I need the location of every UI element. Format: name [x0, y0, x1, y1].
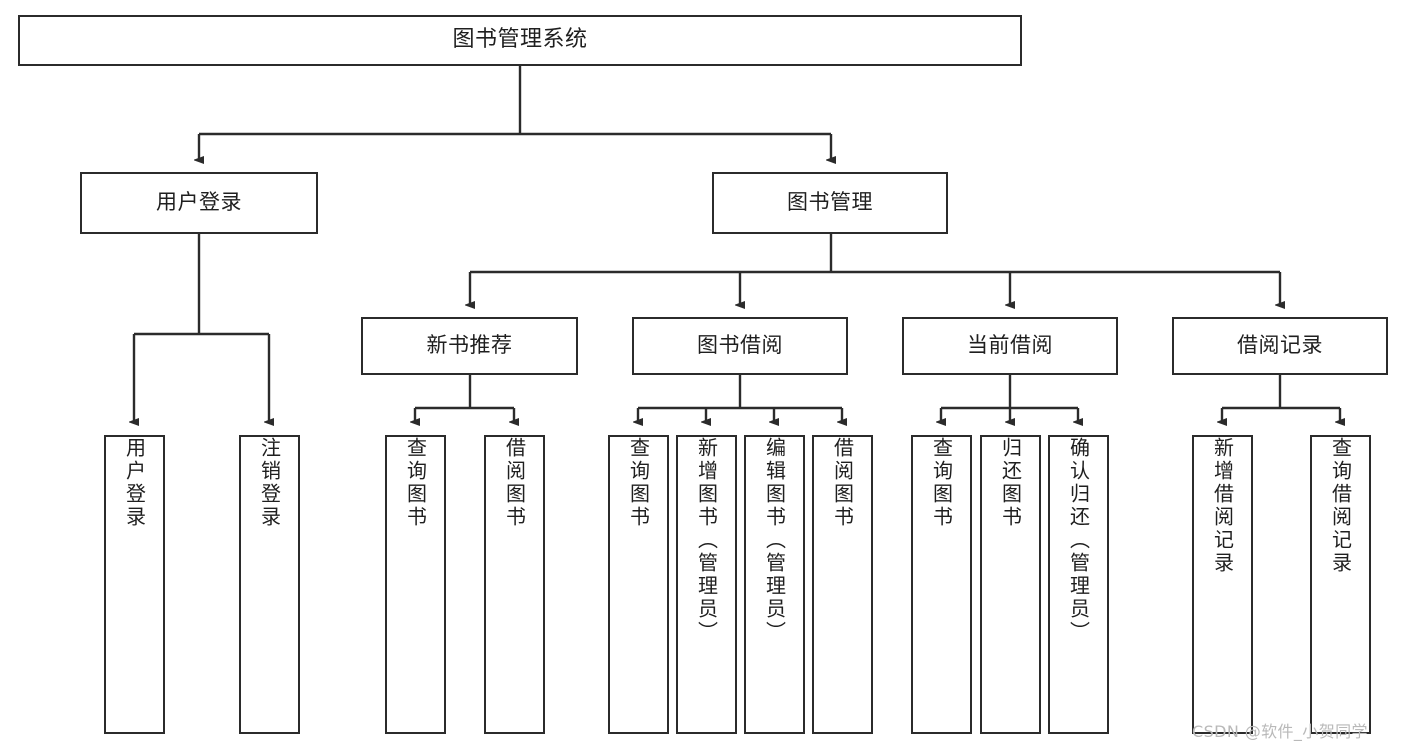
node-label: 新增图书（管理员）	[694, 437, 719, 644]
node-label: 借阅图书	[502, 437, 527, 529]
node-new-book-recommend[interactable]: 新书推荐	[361, 317, 578, 375]
node-label: 借阅图书	[830, 437, 855, 529]
node-label: 用户登录	[156, 190, 242, 215]
node-label: 图书借阅	[697, 333, 783, 358]
node-label: 图书管理	[787, 190, 873, 215]
leaf-records-query[interactable]: 查询借阅记录	[1310, 435, 1371, 734]
csdn-watermark: CSDN @软件_小贺同学	[1192, 722, 1368, 741]
leaf-current-query-book[interactable]: 查询图书	[911, 435, 972, 734]
node-label: 用户登录	[122, 437, 147, 529]
node-label: 归还图书	[998, 437, 1023, 529]
node-label: 查询图书	[403, 437, 428, 529]
node-current-borrow[interactable]: 当前借阅	[902, 317, 1118, 375]
node-root-system[interactable]: 图书管理系统	[18, 15, 1022, 66]
node-label: 当前借阅	[967, 333, 1053, 358]
leaf-user-login[interactable]: 用户登录	[104, 435, 165, 734]
node-label: 确认归还（管理员）	[1066, 437, 1091, 644]
node-label: 借阅记录	[1237, 333, 1323, 358]
node-label: 新增借阅记录	[1210, 437, 1235, 575]
node-book-management[interactable]: 图书管理	[712, 172, 948, 234]
leaf-current-return-book[interactable]: 归还图书	[980, 435, 1041, 734]
leaf-new-book-query[interactable]: 查询图书	[385, 435, 446, 734]
leaf-borrow-query-book[interactable]: 查询图书	[608, 435, 669, 734]
node-borrow-records[interactable]: 借阅记录	[1172, 317, 1388, 375]
node-user-login[interactable]: 用户登录	[80, 172, 318, 234]
leaf-borrow-add-book-admin[interactable]: 新增图书（管理员）	[676, 435, 737, 734]
node-label: 新书推荐	[426, 333, 513, 358]
node-label: 查询借阅记录	[1328, 437, 1353, 575]
node-label: 编辑图书（管理员）	[762, 437, 787, 644]
leaf-current-confirm-return-admin[interactable]: 确认归还（管理员）	[1048, 435, 1109, 734]
node-label: 查询图书	[929, 437, 954, 529]
leaf-borrow-edit-book-admin[interactable]: 编辑图书（管理员）	[744, 435, 805, 734]
leaf-new-book-borrow[interactable]: 借阅图书	[484, 435, 545, 734]
node-label: 查询图书	[626, 437, 651, 529]
leaf-user-logout[interactable]: 注销登录	[239, 435, 300, 734]
leaf-borrow-borrow-book[interactable]: 借阅图书	[812, 435, 873, 734]
leaf-records-add[interactable]: 新增借阅记录	[1192, 435, 1253, 734]
node-label: 注销登录	[257, 437, 282, 529]
node-book-borrow[interactable]: 图书借阅	[632, 317, 848, 375]
node-label: 图书管理系统	[452, 27, 588, 53]
